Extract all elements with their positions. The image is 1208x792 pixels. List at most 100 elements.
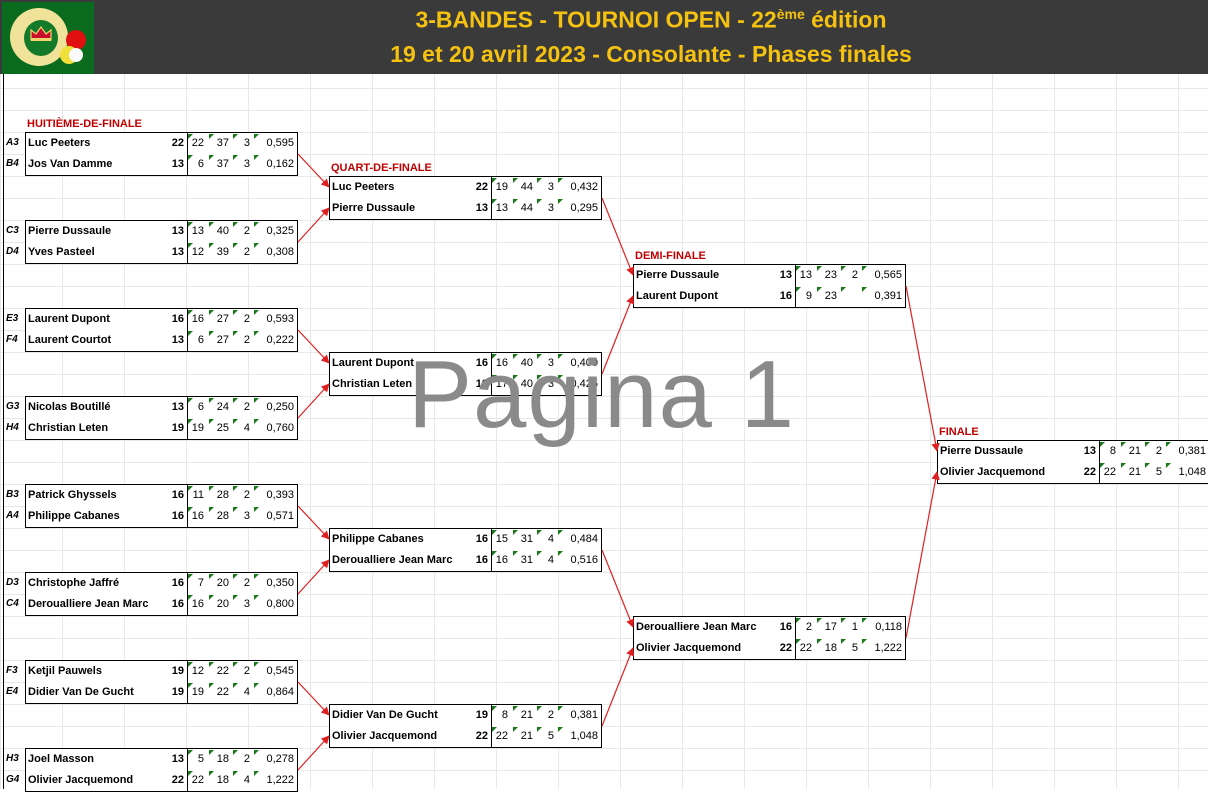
cell-marker-icon (558, 706, 563, 711)
cell-marker-icon (492, 551, 497, 556)
cell-marker-icon (233, 507, 238, 512)
innings-cell: 18 (216, 753, 229, 765)
cell-marker-icon (492, 375, 497, 380)
innings-cell: 20 (216, 577, 229, 589)
cell-marker-icon (796, 287, 801, 292)
player-seed-code: G4 (6, 774, 20, 785)
average-cell: 0,484 (570, 533, 598, 545)
cell-marker-icon (558, 530, 563, 535)
cell-marker-icon (254, 662, 259, 667)
cell-marker-icon (209, 486, 214, 491)
average-cell: 0,593 (266, 313, 294, 325)
cell-marker-icon (1166, 442, 1171, 447)
player-target: 22 (171, 137, 184, 149)
cell-marker-icon (817, 618, 822, 623)
average-cell: 0,222 (266, 334, 294, 346)
player-target: 22 (779, 642, 792, 654)
cell-marker-icon (537, 354, 542, 359)
cell-marker-icon (1100, 442, 1105, 447)
player-name: Pierre Dussaule (636, 269, 720, 281)
score-divider (187, 309, 188, 351)
cell-marker-icon (1100, 463, 1105, 468)
player-target: 19 (475, 378, 488, 390)
round-label-3: FINALE (939, 426, 979, 438)
cell-marker-icon (862, 287, 867, 292)
cell-marker-icon (1121, 442, 1126, 447)
cell-marker-icon (254, 331, 259, 336)
player-name: Laurent Dupont (28, 313, 110, 325)
player-name: Ketjil Pauwels (28, 665, 102, 677)
cell-marker-icon (233, 134, 238, 139)
high-run-cell: 4 (547, 554, 554, 566)
innings-cell: 21 (1128, 466, 1141, 478)
innings-cell: 28 (216, 510, 229, 522)
innings-cell: 28 (216, 489, 229, 501)
average-cell: 0,595 (266, 137, 294, 149)
cell-marker-icon (233, 683, 238, 688)
player-name: Olivier Jacquemond (28, 774, 134, 786)
high-run-cell: 3 (243, 137, 250, 149)
player-target: 22 (1083, 466, 1096, 478)
red-ball-icon (66, 30, 86, 50)
player-name: Olivier Jacquemond (332, 730, 438, 742)
player-seed-code: E4 (6, 686, 19, 697)
high-run-cell: 3 (243, 510, 250, 522)
innings-cell: 23 (824, 290, 837, 302)
player-name: Pierre Dussaule (940, 445, 1024, 457)
points-cell: 8 (501, 709, 508, 721)
cell-marker-icon (188, 771, 193, 776)
cell-marker-icon (188, 331, 193, 336)
cell-marker-icon (1145, 463, 1150, 468)
innings-cell: 17 (824, 621, 837, 633)
average-cell: 1,048 (1178, 466, 1206, 478)
points-cell: 17 (495, 378, 508, 390)
average-cell: 0,864 (266, 686, 294, 698)
innings-cell: 44 (520, 202, 533, 214)
high-run-cell: 2 (1155, 445, 1162, 457)
player-name: Didier Van De Gucht (28, 686, 134, 698)
player-target: 22 (475, 730, 488, 742)
average-cell: 0,250 (266, 401, 294, 413)
cell-marker-icon (558, 375, 563, 380)
innings-cell: 23 (824, 269, 837, 281)
player-target: 19 (171, 665, 184, 677)
high-run-cell: 3 (547, 378, 554, 390)
high-run-cell: 5 (1155, 466, 1162, 478)
player-target: 22 (171, 774, 184, 786)
high-run-cell: 2 (243, 665, 250, 677)
cell-marker-icon (254, 574, 259, 579)
player-seed-code: B3 (6, 489, 19, 500)
player-target: 13 (171, 225, 184, 237)
innings-cell: 27 (216, 334, 229, 346)
average-cell: 0,391 (874, 290, 902, 302)
cell-marker-icon (209, 683, 214, 688)
player-name: Deroualliere Jean Marc (636, 621, 757, 633)
high-run-cell: 3 (243, 598, 250, 610)
cell-marker-icon (254, 222, 259, 227)
cell-marker-icon (254, 595, 259, 600)
cell-marker-icon (513, 551, 518, 556)
cell-marker-icon (188, 134, 193, 139)
cell-marker-icon (254, 507, 259, 512)
player-name: Patrick Ghyssels (28, 489, 117, 501)
crown-icon (30, 25, 52, 41)
innings-cell: 22 (216, 665, 229, 677)
cell-marker-icon (254, 750, 259, 755)
cell-marker-icon (1121, 463, 1126, 468)
player-name: Luc Peeters (332, 181, 395, 193)
cell-marker-icon (188, 574, 193, 579)
cell-marker-icon (558, 354, 563, 359)
cell-marker-icon (209, 750, 214, 755)
cell-marker-icon (862, 618, 867, 623)
points-cell: 6 (197, 334, 204, 346)
